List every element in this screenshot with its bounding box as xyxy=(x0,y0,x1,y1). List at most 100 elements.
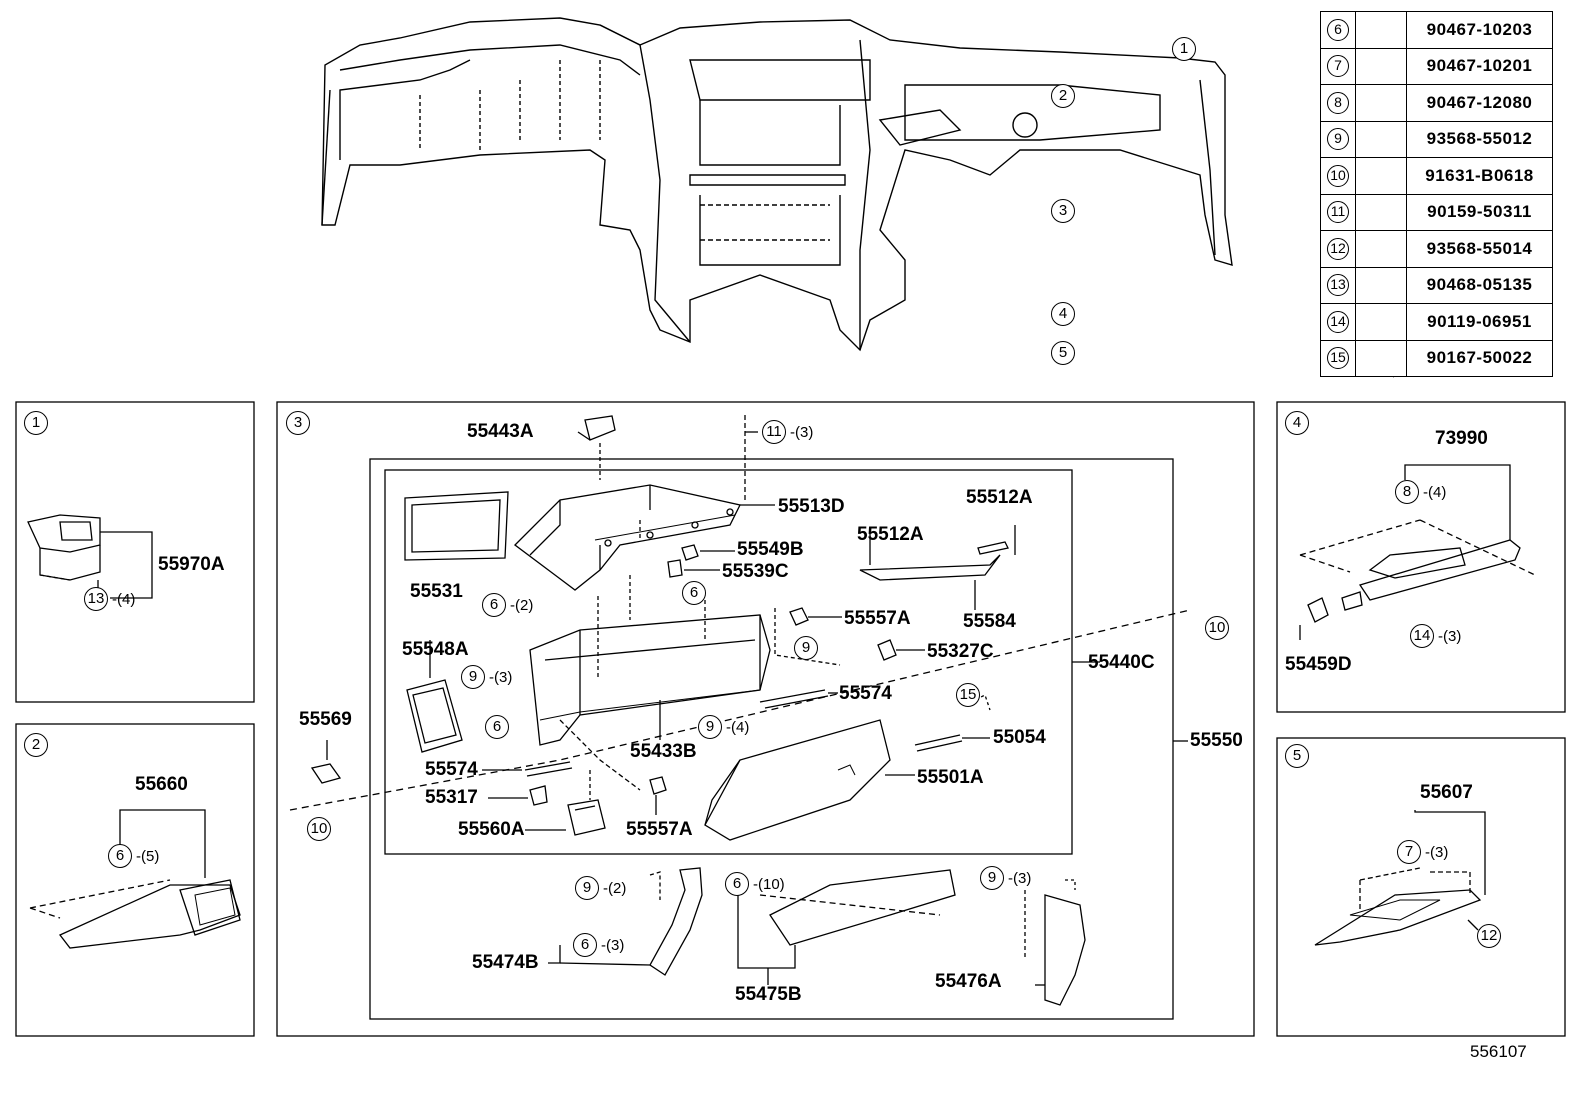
part-number-label[interactable]: 55548A xyxy=(402,639,469,660)
fastener-part-number[interactable]: 93568-55014 xyxy=(1406,230,1553,268)
fastener-callout[interactable]: 10 xyxy=(1205,616,1229,640)
fastener-quantity: -(2) xyxy=(603,880,627,897)
fastener-part-number[interactable]: 90467-10201 xyxy=(1406,47,1553,85)
part-number-label[interactable]: 55531 xyxy=(410,581,463,602)
fastener-callout[interactable]: 15 xyxy=(956,683,980,707)
part-number-label[interactable]: 55327C xyxy=(927,641,994,662)
fastener-number: 12 xyxy=(1327,237,1349,260)
part-number-label[interactable]: 55584 xyxy=(963,611,1016,632)
fastener-number: 7 xyxy=(1327,55,1349,78)
part-number-label[interactable]: 55512A xyxy=(966,487,1033,508)
part-number-label[interactable]: 55557A xyxy=(844,608,911,629)
part-number-label[interactable]: 55440C xyxy=(1088,652,1155,673)
fastener-callout[interactable]: 11 xyxy=(762,420,786,444)
fastener-callout[interactable]: 6 xyxy=(573,933,597,957)
overview-callout-4[interactable]: 4 xyxy=(1051,302,1075,326)
part-number-label[interactable]: 55501A xyxy=(917,767,984,788)
fastener-callout[interactable]: 6 xyxy=(108,844,132,868)
fastener-quantity: -(3) xyxy=(1438,628,1462,645)
part-number-label[interactable]: 55474B xyxy=(472,952,539,973)
fastener-callout[interactable]: 9 xyxy=(461,665,485,689)
part-number-label[interactable]: 55443A xyxy=(467,421,534,442)
fastener-callout[interactable]: 14 xyxy=(1410,624,1434,648)
screw-icon xyxy=(1355,303,1407,341)
fastener-number: 8 xyxy=(1327,91,1349,114)
fastener-row[interactable]: 13 90468-05135 xyxy=(1320,266,1553,304)
fastener-callout[interactable]: 6 xyxy=(482,593,506,617)
screw-icon xyxy=(1355,339,1407,377)
fastener-part-number[interactable]: 90167-50022 xyxy=(1406,339,1553,377)
overview-callout-5[interactable]: 5 xyxy=(1051,341,1075,365)
panel-1-drawing xyxy=(27,514,153,599)
fastener-part-number[interactable]: 90467-10203 xyxy=(1406,11,1553,49)
part-number-label[interactable]: 55054 xyxy=(993,727,1046,748)
fastener-callout[interactable]: 9 xyxy=(794,636,818,660)
part-number-label[interactable]: 55607 xyxy=(1420,782,1473,803)
fastener-callout[interactable]: 6 xyxy=(682,581,706,605)
part-number-label[interactable]: 55560A xyxy=(458,819,525,840)
part-number-label[interactable]: 55433B xyxy=(630,741,697,762)
fastener-callout[interactable]: 8 xyxy=(1395,480,1419,504)
part-number-label[interactable]: 55539C xyxy=(722,561,789,582)
fastener-part-number[interactable]: 90159-50311 xyxy=(1406,193,1553,231)
part-number-label[interactable]: 55459D xyxy=(1285,654,1352,675)
fastener-number-cell: 6 xyxy=(1320,11,1356,49)
fastener-number-cell: 13 xyxy=(1320,266,1356,304)
overview-callout-3[interactable]: 3 xyxy=(1051,199,1075,223)
clip-icon xyxy=(1355,47,1407,85)
clip-icon xyxy=(1355,11,1407,49)
part-number-label[interactable]: 55660 xyxy=(135,774,188,795)
overview-callout-1[interactable]: 1 xyxy=(1172,37,1196,61)
part-number-label[interactable]: 55317 xyxy=(425,787,478,808)
part-number-label[interactable]: 55549B xyxy=(737,539,804,560)
screw-icon xyxy=(1355,230,1407,268)
fastener-number: 13 xyxy=(1327,274,1349,297)
part-number-label[interactable]: 55970A xyxy=(158,554,225,575)
panel-1-number: 1 xyxy=(24,411,48,435)
fastener-part-number[interactable]: 90467-12080 xyxy=(1406,84,1553,122)
fastener-callout[interactable]: 7 xyxy=(1397,840,1421,864)
part-number-label[interactable]: 55569 xyxy=(299,709,352,730)
fastener-part-number[interactable]: 93568-55012 xyxy=(1406,120,1553,158)
panel-3-inset-border xyxy=(384,469,1073,855)
fastener-part-number[interactable]: 91631-B0618 xyxy=(1406,157,1553,195)
fastener-row[interactable]: 12 93568-55014 xyxy=(1320,230,1553,268)
part-number-label[interactable]: 73990 xyxy=(1435,428,1488,449)
fastener-callout[interactable]: 12 xyxy=(1477,924,1501,948)
part-number-label[interactable]: 55574 xyxy=(425,759,478,780)
fastener-row[interactable]: 8 90467-12080 xyxy=(1320,84,1553,122)
fastener-quantity: -(3) xyxy=(489,669,513,686)
overview-callout-2[interactable]: 2 xyxy=(1051,84,1075,108)
part-number-label[interactable]: 55475B xyxy=(735,984,802,1005)
fastener-callout[interactable]: 9 xyxy=(698,715,722,739)
panel-2-border xyxy=(15,723,255,1037)
part-number-label[interactable]: 55512A xyxy=(857,524,924,545)
fastener-quantity: -(3) xyxy=(1425,844,1449,861)
fastener-part-number[interactable]: 90119-06951 xyxy=(1406,303,1553,341)
part-number-label[interactable]: 55476A xyxy=(935,971,1002,992)
fastener-row[interactable]: 7 90467-10201 xyxy=(1320,47,1553,85)
fastener-callout[interactable]: 9 xyxy=(575,876,599,900)
fastener-row[interactable]: 6 90467-10203 xyxy=(1320,11,1553,49)
panel-3-number: 3 xyxy=(286,411,310,435)
fastener-part-number[interactable]: 90468-05135 xyxy=(1406,266,1553,304)
fastener-quantity: -(3) xyxy=(790,424,814,441)
fastener-callout[interactable]: 6 xyxy=(725,872,749,896)
fastener-callout[interactable]: 9 xyxy=(980,866,1004,890)
fastener-callout[interactable]: 13 xyxy=(84,587,108,611)
part-number-label[interactable]: 55550 xyxy=(1190,730,1243,751)
fastener-callout[interactable]: 10 xyxy=(307,817,331,841)
fastener-callout[interactable]: 6 xyxy=(485,715,509,739)
part-number-label[interactable]: 55574 xyxy=(839,683,892,704)
fastener-number-cell: 12 xyxy=(1320,230,1356,268)
part-number-label[interactable]: 55557A xyxy=(626,819,693,840)
part-number-label[interactable]: 55513D xyxy=(778,496,845,517)
fastener-quantity: -(10) xyxy=(753,876,785,893)
fastener-number-cell: 8 xyxy=(1320,84,1356,122)
panel-5-border xyxy=(1276,737,1566,1037)
